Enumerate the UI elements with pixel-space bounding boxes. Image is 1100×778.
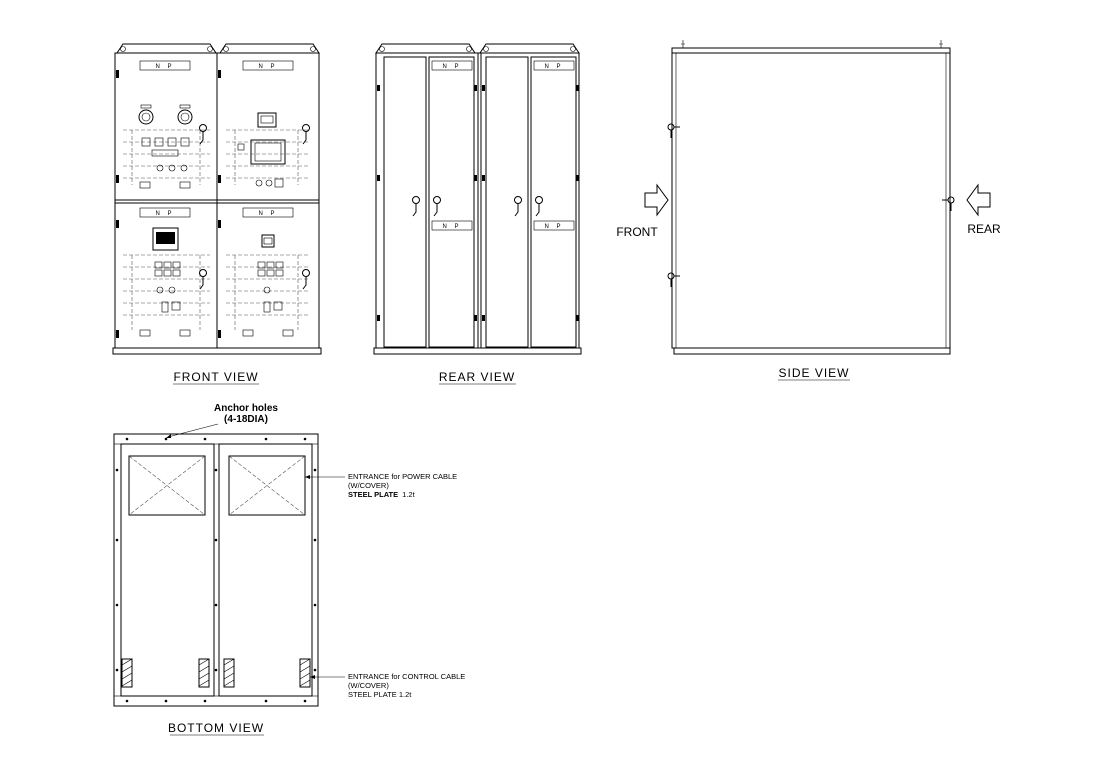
control-entrance-line1: ENTRANCE for CONTROL CABLE xyxy=(348,672,465,681)
power-cable-entrance xyxy=(128,455,206,516)
power-entrance-line2: (W/COVER) xyxy=(348,481,389,490)
rear-arrow-icon xyxy=(966,183,991,217)
power-cable-entrance xyxy=(228,455,306,516)
door-handle-icon xyxy=(302,124,310,145)
nameplate xyxy=(242,60,294,71)
control-entrance-line3: STEEL PLATE 1.2t xyxy=(348,690,412,699)
rear-door xyxy=(428,56,475,348)
latch-icon xyxy=(667,123,680,138)
nameplate xyxy=(242,207,294,218)
rear-door xyxy=(485,56,529,348)
rear-view: N P N P N P N P REAR VIEW xyxy=(373,43,582,385)
rear-door xyxy=(530,56,577,348)
latch-icon xyxy=(667,272,680,287)
door-handle-icon xyxy=(199,269,207,290)
control-entrance-line2: (W/COVER) xyxy=(348,681,389,690)
front-view-title: FRONT VIEW xyxy=(173,370,258,384)
lifting-lug-left xyxy=(116,43,217,54)
door-handle-icon xyxy=(514,196,522,217)
door-handle-icon xyxy=(302,269,310,290)
bottom-view-title: BOTTOM VIEW xyxy=(168,721,264,735)
nameplate xyxy=(139,60,191,71)
nameplate-text: N P xyxy=(442,64,461,70)
bolt-holes xyxy=(115,437,317,703)
nameplate-text: N P xyxy=(258,64,277,70)
side-view: FRONT REAR SIDE VIEW xyxy=(616,40,1001,381)
nameplate-text: N P xyxy=(155,211,174,217)
controller-display xyxy=(152,227,179,251)
nameplate-text: N P xyxy=(544,224,563,230)
anchor-label-line2: (4-18DIA) xyxy=(224,414,268,425)
side-cabinet-outline xyxy=(671,52,951,349)
front-arrow-icon xyxy=(644,183,669,217)
nameplate-text: N P xyxy=(442,224,461,230)
door-handle-icon xyxy=(535,196,543,217)
nameplate-text: N P xyxy=(544,64,563,70)
door-handle-icon xyxy=(433,196,441,217)
meter-gauge-icon xyxy=(177,109,193,125)
rear-door xyxy=(383,56,427,348)
nameplate-text: N P xyxy=(258,211,277,217)
touch-screen-panel xyxy=(250,139,286,165)
anchor-label-line1: Anchor holes xyxy=(214,403,278,414)
rear-view-title: REAR VIEW xyxy=(439,370,515,384)
display-unit xyxy=(257,112,277,128)
front-base xyxy=(112,347,322,355)
bottom-view: Anchor holes (4-18DIA) ENTRANCE for POWE… xyxy=(113,403,465,736)
nameplate-text: N P xyxy=(155,64,174,70)
door-handle-icon xyxy=(199,124,207,145)
meter-gauge-icon xyxy=(138,109,154,125)
power-entrance-line3-bold: STEEL PLATE xyxy=(348,490,398,499)
side-rear-label: REAR xyxy=(967,222,1001,236)
nameplate xyxy=(139,207,191,218)
lifting-lug-right xyxy=(219,43,320,54)
power-entrance-line3-rest: 1.2t xyxy=(402,490,415,499)
side-front-label: FRONT xyxy=(616,225,658,239)
latch-icon xyxy=(942,196,955,211)
anchor-leader-line xyxy=(167,423,219,438)
side-view-title: SIDE VIEW xyxy=(778,366,849,380)
bottom-cabinet-outline xyxy=(113,433,319,707)
front-view: N P N P N P N P xyxy=(112,43,322,385)
door-handle-icon xyxy=(412,196,420,217)
power-entrance-line1: ENTRANCE for POWER CABLE xyxy=(348,472,457,481)
